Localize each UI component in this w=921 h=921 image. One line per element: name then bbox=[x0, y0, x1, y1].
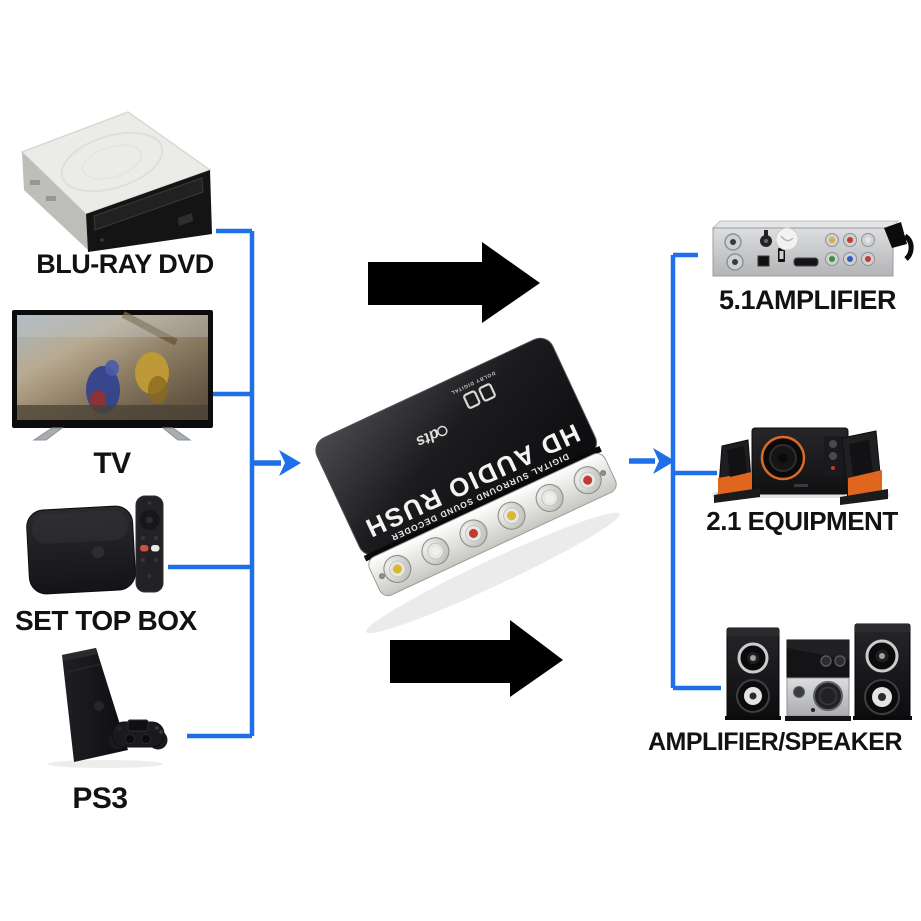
decoder-image: HD AUDIO RUSH DIGITAL SURROUND SOUND DEC… bbox=[315, 337, 620, 634]
flow-arrow-top-icon bbox=[368, 242, 540, 323]
mini-amplifier-unit bbox=[785, 639, 851, 721]
tower-speaker-left bbox=[725, 627, 781, 720]
set-top-box-label: SET TOP BOX bbox=[15, 605, 197, 636]
input-arrow-icon bbox=[254, 450, 301, 476]
amp-power-cable bbox=[884, 222, 914, 261]
game-controller-image bbox=[108, 719, 168, 750]
blu-ray-drive-image bbox=[20, 111, 212, 252]
left-connector-bracket bbox=[168, 228, 255, 739]
ps3-label: PS3 bbox=[72, 782, 128, 815]
satellite-speaker-right bbox=[840, 430, 888, 505]
set-top-box-image bbox=[26, 495, 164, 595]
rca-jacks bbox=[383, 466, 602, 583]
amplifier-speaker-label: AMPLIFIER/SPEAKER bbox=[648, 728, 903, 756]
ps3-image bbox=[47, 648, 168, 768]
right-connector-bracket bbox=[670, 252, 721, 691]
equipment-21-image bbox=[712, 427, 890, 505]
tower-speaker-right bbox=[853, 623, 912, 720]
amplifier-51-image bbox=[711, 220, 914, 277]
tv-image bbox=[12, 310, 213, 441]
amplifier-51-label: 5.1AMPLIFIER bbox=[718, 285, 897, 315]
amplifier-speaker-image bbox=[725, 623, 912, 721]
blu-ray-dvd-label: BLU-RAY DVD bbox=[36, 249, 214, 279]
equipment-21-label: 2.1 EQUIPMENT bbox=[706, 506, 898, 536]
amp-rca-jacks bbox=[825, 233, 875, 266]
tv-label: TV bbox=[93, 447, 131, 480]
output-arrow-icon bbox=[629, 448, 675, 474]
flow-arrow-bottom-icon bbox=[390, 620, 563, 697]
satellite-speaker-left bbox=[714, 439, 760, 503]
